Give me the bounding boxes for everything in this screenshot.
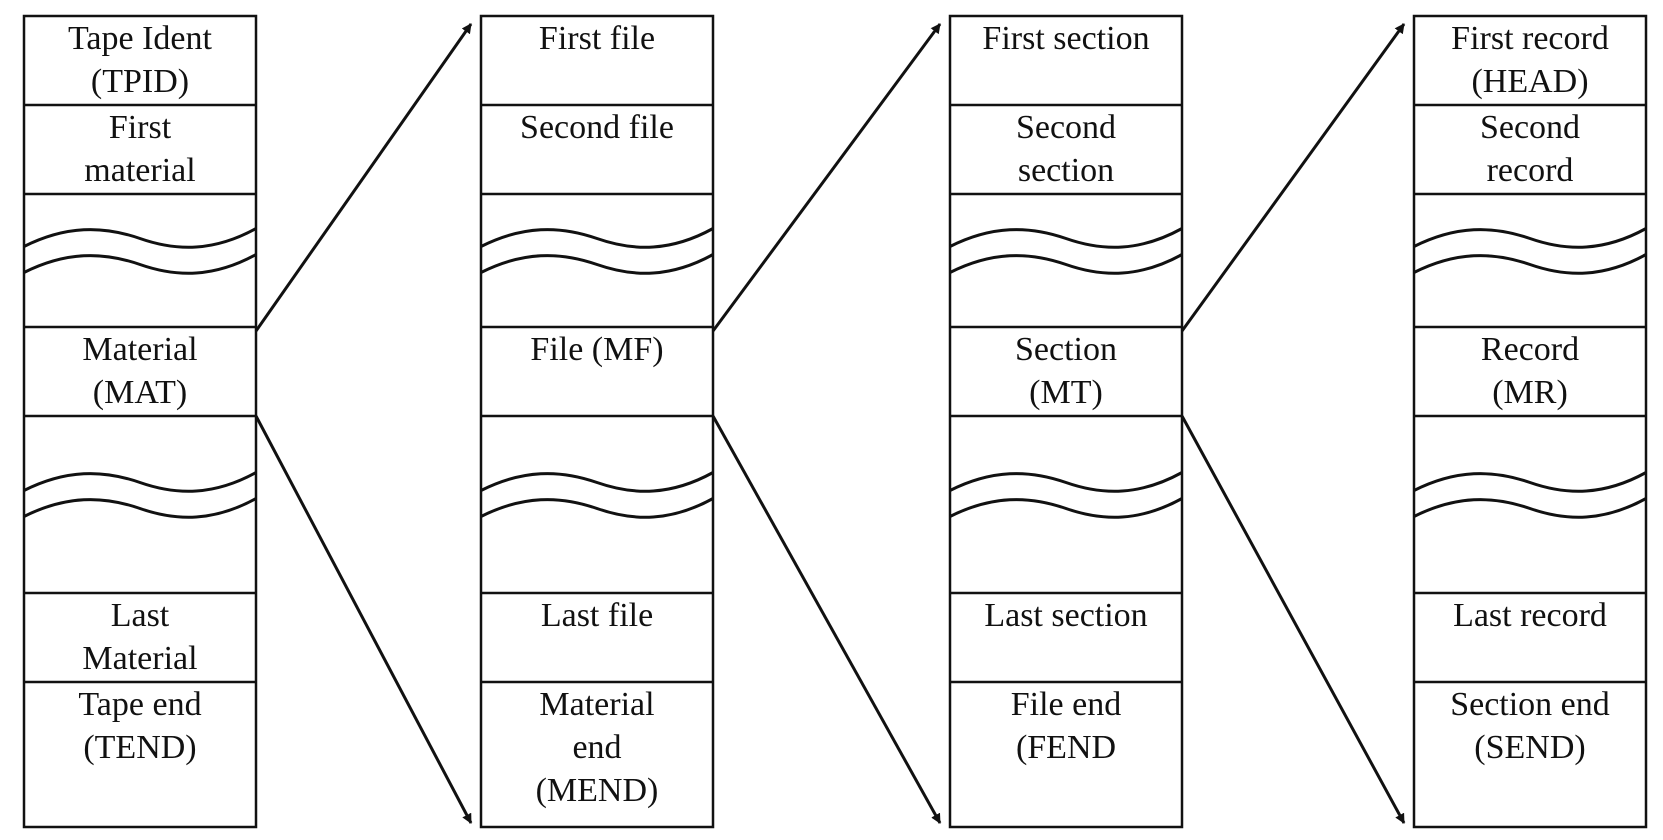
cell-gap <box>1413 471 1647 519</box>
cell: Material (MAT) <box>82 331 197 411</box>
cell-label-line: Material <box>82 331 197 368</box>
cell-label-line: (MT) <box>1029 374 1103 411</box>
cell-gap <box>480 227 714 275</box>
wavy-break-icon <box>949 253 1183 275</box>
cell-label-line: First <box>109 109 172 146</box>
cell-label-line: (SEND) <box>1474 729 1585 766</box>
cell-label-line: Second <box>1016 109 1116 146</box>
cell: File end (FEND <box>1011 686 1121 766</box>
cell-label-line: Tape end <box>78 686 201 723</box>
cell: Material end (MEND) <box>536 686 659 809</box>
wavy-break-icon <box>23 253 257 275</box>
cell: Tape end (TEND) <box>78 686 201 766</box>
cell-label-line: (MR) <box>1492 374 1568 411</box>
cell: First material <box>84 109 195 189</box>
cell-gap <box>949 471 1183 519</box>
column-box <box>479 14 715 829</box>
cell-label-line: Last <box>111 597 170 634</box>
wavy-break-icon <box>1413 497 1647 519</box>
cell: Second record <box>1480 109 1580 189</box>
cell: Section end (SEND) <box>1450 686 1610 766</box>
cell-label-line: (MEND) <box>536 772 659 809</box>
wavy-break-icon <box>1413 227 1647 249</box>
cell: Last section <box>984 597 1147 634</box>
cell-label-line: section <box>1018 152 1114 189</box>
cell-label-line: Second file <box>520 109 674 146</box>
cell: Second section <box>1016 109 1116 189</box>
cell: Tape Ident (TPID) <box>68 20 212 100</box>
wavy-break-icon <box>480 497 714 519</box>
wavy-break-icon <box>949 497 1183 519</box>
cell-label-line: Last record <box>1453 597 1607 634</box>
arrows-layer <box>254 23 1406 824</box>
wavy-break-icon <box>480 471 714 493</box>
cell: First file <box>539 20 655 57</box>
cell-label-line: (HEAD) <box>1471 63 1588 100</box>
column-box <box>22 14 258 829</box>
cell: Last record <box>1453 597 1607 634</box>
cell-label-line: Material <box>539 686 654 723</box>
cell-label-line: Section end <box>1450 686 1610 723</box>
cell-gap <box>949 227 1183 275</box>
cell-label-line: Record <box>1481 331 1579 368</box>
cell-label-line: First file <box>539 20 655 57</box>
expand-arrow-down <box>254 415 473 824</box>
cell-label-line: (MAT) <box>93 374 187 411</box>
wavy-break-icon <box>949 471 1183 493</box>
column-box <box>1412 14 1648 829</box>
wavy-break-icon <box>1413 471 1647 493</box>
cell-label-line: Material <box>82 640 197 677</box>
cell-label-line: end <box>572 729 621 766</box>
cell: Section (MT) <box>1015 331 1117 411</box>
cell-label-line: Last section <box>984 597 1147 634</box>
cell-label-line: (TPID) <box>91 63 189 100</box>
cell-label-line: First section <box>982 20 1149 57</box>
wavy-break-icon <box>23 227 257 249</box>
cell-label-line: Last file <box>541 597 653 634</box>
cell-gap <box>23 227 257 275</box>
cell: First record (HEAD) <box>1451 20 1609 100</box>
cell-label-line: First record <box>1451 20 1609 57</box>
cell: File (MF) <box>530 331 663 368</box>
cell-gap <box>23 471 257 519</box>
expand-arrow-up <box>711 23 942 332</box>
cell-label-line: material <box>84 152 195 189</box>
wavy-break-icon <box>23 497 257 519</box>
expand-arrow-up <box>1180 23 1406 332</box>
cell-label-line: Tape Ident <box>68 20 212 57</box>
cell-label-line: Section <box>1015 331 1117 368</box>
cell-gap <box>1413 227 1647 275</box>
column-box <box>948 14 1184 829</box>
cell-label-line: File (MF) <box>530 331 663 368</box>
wavy-break-icon <box>949 227 1183 249</box>
cell-gap <box>480 471 714 519</box>
expand-arrow-down <box>711 415 942 824</box>
cell-label-line: (FEND <box>1016 729 1116 766</box>
wavy-break-icon <box>480 227 714 249</box>
cell-label-line: File end <box>1011 686 1121 723</box>
cell: Record (MR) <box>1481 331 1579 411</box>
cell-label-line: (TEND) <box>83 729 196 766</box>
cell: Second file <box>520 109 674 146</box>
cell: First section <box>982 20 1149 57</box>
cell-label-line: record <box>1487 152 1574 189</box>
cell: Last file <box>541 597 653 634</box>
wavy-break-icon <box>23 471 257 493</box>
expand-arrow-down <box>1180 415 1406 824</box>
cell-label-line: Second <box>1480 109 1580 146</box>
wavy-break-icon <box>480 253 714 275</box>
expand-arrow-up <box>254 23 473 332</box>
wavy-break-icon <box>1413 253 1647 275</box>
